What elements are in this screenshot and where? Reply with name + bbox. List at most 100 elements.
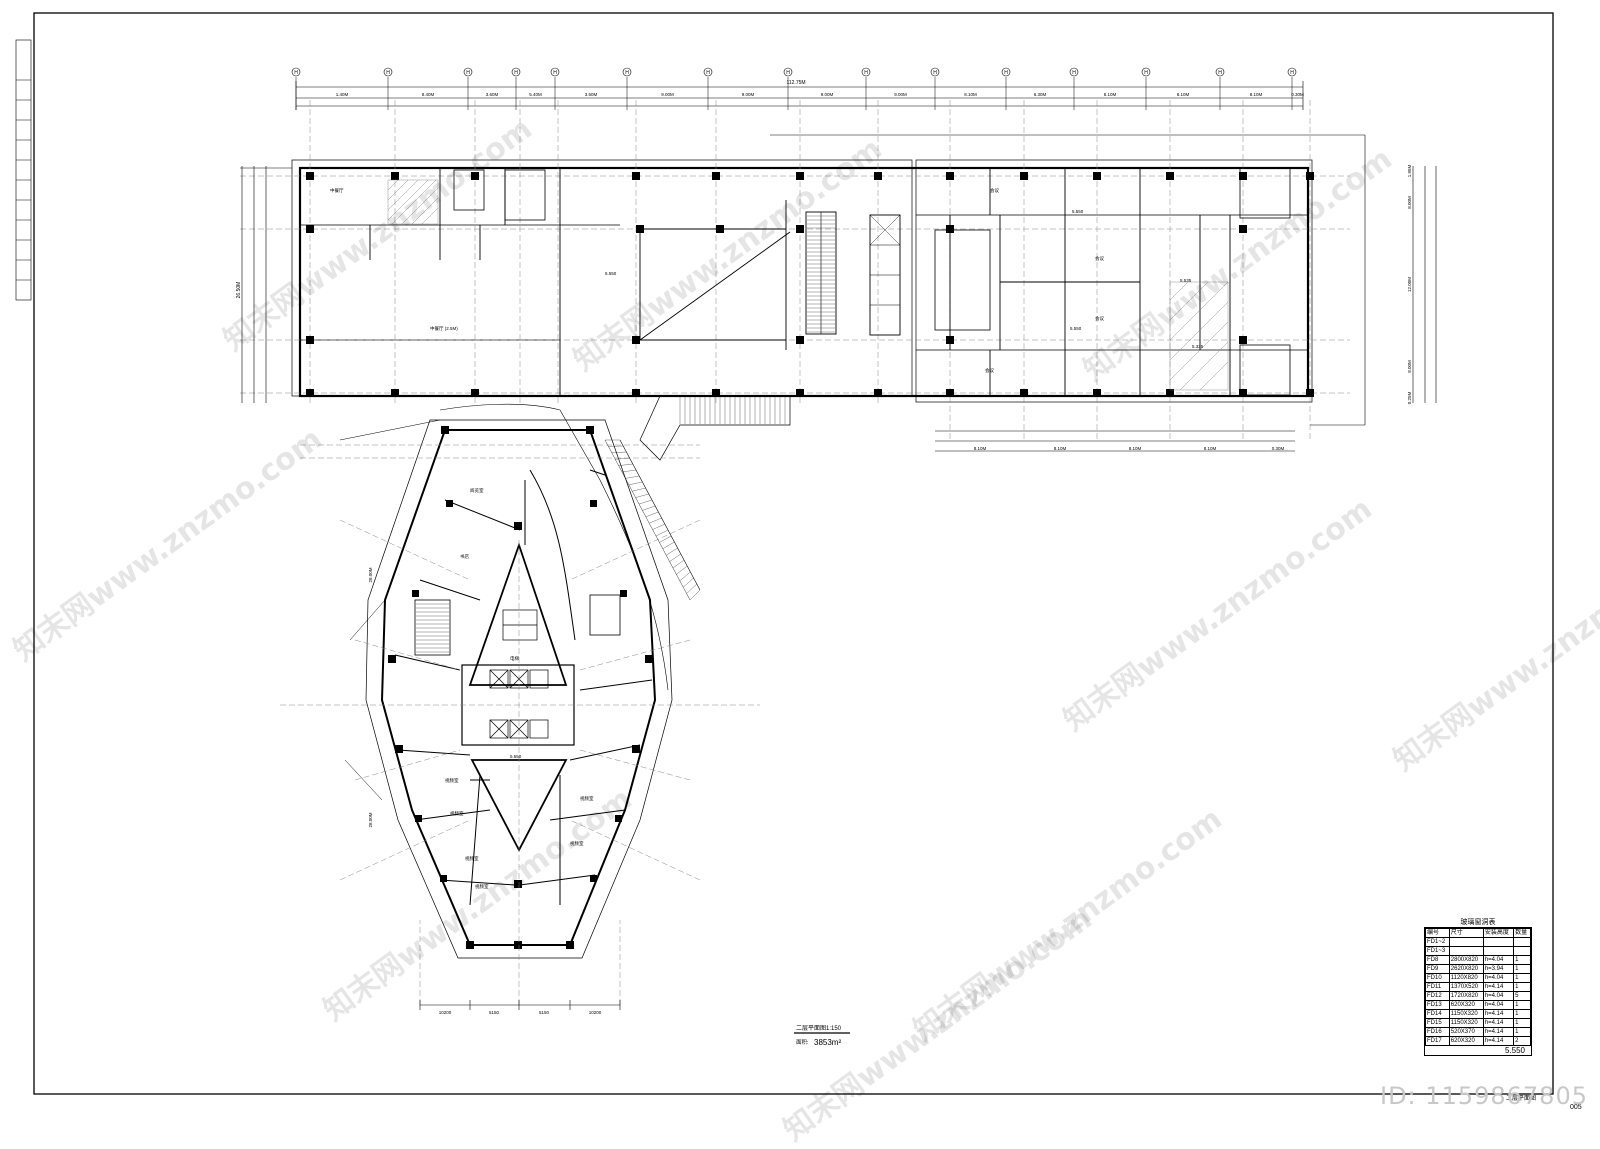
top-dimension-text: 8.10M (1104, 92, 1117, 97)
legend-cell (1449, 947, 1483, 956)
legend-cell: FD13 (1426, 1001, 1450, 1010)
room-reading: 阅览室 (470, 487, 484, 494)
room-meeting-1: 会议 (990, 187, 999, 194)
legend-cell: h=4.04 (1483, 1001, 1513, 1010)
axis-label: H (386, 70, 390, 76)
bottom-dim-2: 8.10M (1054, 446, 1067, 451)
legend-cell: FD16 (1426, 1028, 1450, 1037)
exterior-stair-step (622, 470, 636, 472)
room-hall: 中餐厅 (330, 187, 344, 194)
diamond-wing (280, 404, 760, 1010)
axis-label: H (514, 70, 518, 76)
legend-cell: h=4.04 (1483, 992, 1513, 1001)
drawing-labels: 112.75M 26.50M 28.00M 28.00M 中餐厅 中餐厅 (2.… (236, 80, 1285, 1015)
bottom-dim-5: 0.30M (1272, 446, 1285, 451)
wing-dim-1: 10200 (439, 1010, 452, 1015)
legend-cell: FD17 (1426, 1037, 1450, 1046)
exterior-stair-step (676, 566, 687, 574)
legend-cell: FD1~3 (1426, 947, 1450, 956)
legend-cell: 2800X820 (1449, 956, 1483, 965)
legend-cell: 620X320 (1449, 1001, 1483, 1010)
legend-cell: h=4.04 (1483, 974, 1513, 983)
axis-label: H (1004, 70, 1008, 76)
exterior-stair-step (659, 536, 671, 542)
main-block-outline (300, 168, 1308, 396)
room-elevator: 电梯 (510, 655, 519, 662)
axis-label: H (786, 70, 790, 76)
bottom-dimensions (935, 431, 1295, 451)
legend-cell: h=4.14 (1483, 1019, 1513, 1028)
legend-cell: FD1~2 (1426, 938, 1450, 947)
wing-side-dimension: 28.00M (368, 567, 373, 582)
room-meeting-2: 会议 (1095, 255, 1104, 262)
exterior-stair-step (646, 512, 659, 517)
legend-cell (1514, 947, 1531, 956)
legend-cell: FD11 (1426, 983, 1450, 992)
drawing-frame (34, 13, 1553, 1094)
legend-cell: 5 (1514, 992, 1531, 1001)
exterior-stair-step (656, 530, 668, 536)
top-dimension-text: 0.30M (1291, 92, 1304, 97)
axis-label: H (1290, 70, 1294, 76)
legend-cell: 1 (1514, 1001, 1531, 1010)
legend-cell: 1 (1514, 983, 1531, 992)
top-dimension-text: 9.00M (742, 92, 755, 97)
right-dimensions (1413, 166, 1436, 403)
exterior-stair-step (666, 548, 677, 555)
area-label: 面积: (796, 1039, 809, 1046)
legend-cell: 1370X520 (1449, 983, 1483, 992)
legend-row: FD1~2 (1426, 938, 1531, 947)
title-strip (16, 40, 31, 300)
legend-cell: 1 (1514, 965, 1531, 974)
wing-side-dimension-2: 28.00M (368, 812, 373, 827)
legend-cell: 1720X820 (1449, 992, 1483, 1001)
legend-cell: 620X320 (1449, 1037, 1483, 1046)
top-dimension-text: 6.30M (1034, 92, 1047, 97)
axis-label: H (466, 70, 470, 76)
top-dimension-text: 9.00M (661, 92, 674, 97)
exterior-stair-step (670, 554, 681, 562)
room-office-4: 视频室 (580, 795, 594, 802)
bottom-dim-3: 8.10M (1129, 446, 1142, 451)
legend-cell: h=4.14 (1483, 1037, 1513, 1046)
axis-label: H (625, 70, 629, 76)
exterior-stair-step (612, 452, 627, 453)
bottom-dim-4: 8.10M (1204, 446, 1217, 451)
wing-dim-2: 5150 (489, 1010, 500, 1015)
legend-header: 编号 (1426, 929, 1450, 938)
axis-label: H (294, 70, 298, 76)
axis-label: H (1144, 70, 1148, 76)
right-dimension-text: 1.95M (1407, 164, 1412, 177)
right-dimension-text: 8.00M (1407, 360, 1412, 373)
room-office-2: 视频室 (450, 810, 464, 817)
legend-cell: 1150X320 (1449, 1010, 1483, 1019)
legend-cell: 2 (1514, 1037, 1531, 1046)
left-total-dimension: 26.50M (236, 282, 242, 299)
legend-cell: 1 (1514, 1010, 1531, 1019)
left-dimensions (242, 166, 266, 403)
legend-cell: h=3.94 (1483, 965, 1513, 974)
top-dimension-text: 8.10M (1250, 92, 1263, 97)
legend-cell: h=4.14 (1483, 1028, 1513, 1037)
top-dimension-text: 8.10M (964, 92, 977, 97)
legend-cell: 1 (1514, 1019, 1531, 1028)
room-office-5: 视频室 (570, 840, 584, 847)
legend-cell: FD15 (1426, 1019, 1450, 1028)
top-dimension-text: 8.40M (422, 92, 435, 97)
legend-header: 尺寸 (1449, 929, 1483, 938)
legend-cell: FD9 (1426, 965, 1450, 974)
axis-label: H (864, 70, 868, 76)
top-dimension-text: 1.40M (336, 92, 349, 97)
exterior-stair-step (673, 560, 684, 568)
right-dimension-text: 0.25M (1407, 391, 1412, 404)
room-library: 书店 (460, 553, 469, 560)
